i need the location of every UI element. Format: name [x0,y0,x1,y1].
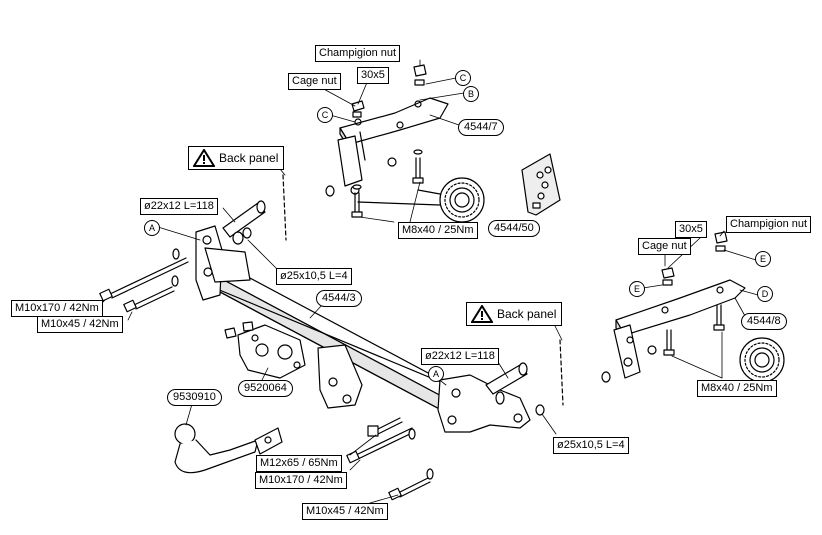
label-cage-nut-right: Cage nut [638,238,691,255]
label-bolt-m10x170-bottom: M10x170 / 42Nm [255,472,347,489]
plate-4544-50 [521,153,561,216]
callout-d: D [757,286,773,302]
callout-c-left: C [317,107,333,123]
label-tube-left: ø22x12 L=118 [140,198,218,215]
cage-nut-right-part [661,267,675,286]
label-washer-30x5-right: 30x5 [675,221,707,238]
label-champion-nut-left: Champigion nut [315,45,401,62]
warning-triangle-icon [193,149,215,167]
serrated-washer-right [739,337,785,383]
label-bolt-m8x40-right: M8x40 / 25Nm [697,380,777,397]
callout-e-left: E [629,281,645,297]
warning-back-panel-left: Back panel [188,146,285,170]
callout-a-right: A [428,366,444,382]
label-washer-30x5-left: 30x5 [357,67,389,84]
back-panel-left-line [282,174,287,241]
bolts-m8x40-right [663,304,725,356]
champion-nut-left-part [413,64,427,86]
label-cage-nut-left: Cage nut [288,73,341,90]
callout-a-left: A [144,220,160,236]
bolts-m10-left [99,248,189,313]
tow-ball-9530910 [174,423,283,474]
part-number-plate: 4544/50 [488,220,540,237]
warning-triangle-icon [471,305,493,323]
label-bolt-m10x45-bottom: M10x45 / 42Nm [302,503,388,520]
callout-b: B [463,86,479,102]
bolts-bottom [346,417,434,501]
label-spacer-left: ø25x10,5 L=4 [276,268,352,285]
label-tube-right: ø22x12 L=118 [421,348,499,365]
tube-right [485,362,611,416]
part-number-socket-plate: 9520064 [238,380,293,397]
warning-back-panel-right: Back panel [466,302,563,326]
tube-left [222,185,335,245]
serrated-washer-left [357,177,485,223]
callout-e-top: E [755,251,771,267]
label-bolt-m10x170-left: M10x170 / 42Nm [11,300,103,317]
champion-nut-right-part [714,231,728,252]
warning-back-panel-left-text: Back panel [219,151,279,165]
bolts-m8x40-left [351,149,424,218]
bracket-left-4544-7 [337,97,449,195]
label-bolt-m10x45-left: M10x45 / 42Nm [37,316,123,333]
label-champion-nut-right: Champigion nut [726,216,812,233]
main-bar-4544-3 [195,225,531,433]
part-number-bracket-right: 4544/8 [741,313,787,330]
label-bolt-m8x40-left: M8x40 / 25Nm [398,222,478,239]
back-panel-right-line [559,339,564,406]
part-number-main-bar: 4544/3 [316,290,362,307]
socket-plate-9520064 [224,321,306,379]
callout-c-top: C [455,70,471,86]
part-number-bracket-left: 4544/7 [458,119,504,136]
warning-back-panel-right-text: Back panel [497,307,557,321]
part-number-tow-ball: 9530910 [167,389,222,406]
bracket-right-4544-8 [613,279,746,379]
label-spacer-right: ø25x10,5 L=4 [553,437,629,454]
label-bolt-m12x65: M12x65 / 65Nm [256,455,342,472]
